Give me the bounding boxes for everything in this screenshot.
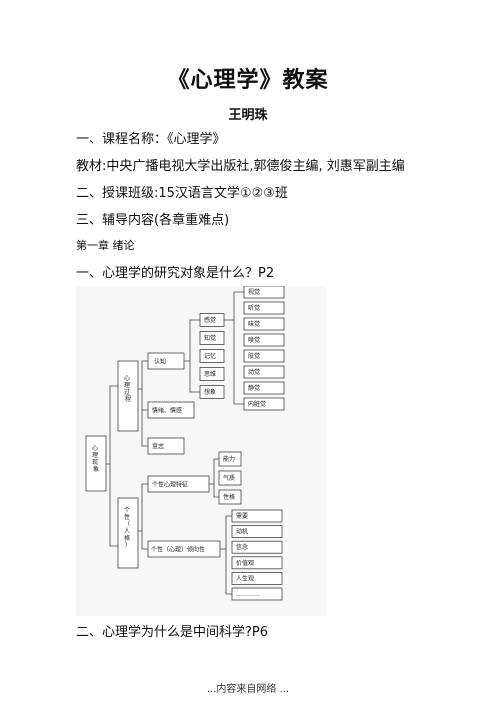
- sense-item-label: 静觉: [248, 384, 260, 392]
- node-cognition-box: [147, 352, 185, 370]
- node-will-box: [147, 437, 185, 455]
- node-personality-char: 人: [124, 528, 130, 535]
- bracket-process: [138, 360, 148, 447]
- node-trait-label: 个性心理特征: [152, 481, 188, 489]
- tendency-item-label: 动机: [236, 528, 248, 536]
- cognition-item-box: [199, 313, 225, 327]
- sense-item-label: 动觉: [248, 368, 260, 376]
- chapter-heading: 第一章 绪论: [76, 239, 135, 252]
- node-process-char: 过: [124, 388, 130, 396]
- node-root-box: [85, 435, 107, 492]
- textbook-line: 教材:中央广播电视大学出版社,郭德俊主编, 刘惠军副主编: [76, 159, 405, 174]
- node-personality-box: [117, 497, 139, 569]
- class-line: 二、授课班级:15汉语言文学①②③班: [76, 186, 288, 201]
- node-tendency-box: [147, 540, 221, 558]
- trait-item-label: 能力: [223, 455, 235, 463]
- cognition-item-box: [199, 367, 225, 381]
- cognition-item-label: 记忆: [204, 352, 216, 360]
- tendency-item-box: [231, 571, 283, 585]
- node-personality-label: 个 性 （ 人 格 ）: [124, 507, 132, 549]
- course-name-line: 一、课程名称：《心理学》: [76, 132, 226, 147]
- node-root-char: 心: [92, 445, 98, 452]
- bracket-senses: [224, 291, 244, 405]
- node-personality-char: 格: [124, 534, 130, 542]
- node-process-box: [117, 360, 139, 432]
- tendency-item-label: …………: [236, 591, 260, 598]
- node-root-char: 理: [92, 452, 98, 459]
- trait-item-box: [218, 470, 242, 486]
- psychology-concept-diagram: 心 理 现 象 心 理 过 程 个 性 （ 人 格 ） 认知 情绪、情感 意志 …: [76, 286, 326, 616]
- tendency-item-label: 价值观: [236, 559, 254, 567]
- sense-item-label: 内脏觉: [248, 400, 266, 408]
- cognition-item-label: 想象: [204, 388, 216, 396]
- trait-item-label: 气质: [223, 474, 235, 482]
- bracket-cognition: [184, 319, 200, 393]
- node-personality-char: （: [124, 521, 130, 528]
- node-process-char: 理: [124, 382, 130, 389]
- tendency-item-box: [231, 587, 283, 601]
- node-emotion-box: [147, 401, 195, 419]
- footer-note: ...内容来自网络 ...: [206, 684, 290, 695]
- node-root-char: 现: [92, 459, 98, 466]
- question-2: 二、心理学为什么是中间科学?P6: [76, 625, 269, 640]
- node-will-label: 意志: [152, 443, 164, 451]
- author-name: 王明珠: [228, 108, 268, 123]
- bracket-tendency: [220, 515, 232, 595]
- node-tendency-label: 个性（心理）倾向性: [151, 546, 205, 554]
- sense-item-label: 听觉: [248, 304, 260, 312]
- question-1: 一、心理学的研究对象是什么？P2: [76, 266, 275, 281]
- sense-item-label: 视觉: [248, 288, 260, 296]
- sense-item-box: [243, 301, 285, 315]
- sense-item-box: [243, 317, 285, 331]
- node-root-label: 心 理 现 象: [92, 445, 100, 473]
- cognition-item-box: [199, 331, 225, 345]
- sense-item-box: [243, 286, 285, 299]
- sense-item-box: [243, 381, 285, 395]
- node-root-char: 象: [93, 465, 99, 473]
- document-title: 《心理学》教案: [167, 67, 329, 93]
- bracket-root: [106, 385, 118, 547]
- sense-item-label: 肤觉: [248, 352, 260, 360]
- node-emotion-label: 情绪、情感: [152, 407, 182, 415]
- trait-item-box: [218, 489, 242, 505]
- sense-item-label: 味觉: [248, 320, 260, 328]
- cognition-item-box: [199, 349, 225, 363]
- trait-item-label: 性格: [223, 493, 235, 501]
- node-personality-char: 性: [124, 513, 130, 521]
- tendency-item-box: [231, 540, 283, 554]
- node-personality-char: 个: [124, 507, 130, 514]
- node-personality-char: ）: [125, 542, 131, 549]
- trait-item-box: [218, 451, 242, 467]
- cognition-item-label: 思维: [204, 370, 216, 378]
- node-process-char: 程: [125, 395, 131, 403]
- sense-item-box: [243, 397, 285, 411]
- tendency-item-label: 信念: [236, 543, 248, 551]
- node-cognition-label: 认知: [154, 358, 166, 366]
- cognition-item-label: 感觉: [204, 316, 216, 324]
- cognition-item-label: 知觉: [204, 334, 216, 342]
- cognition-item-box: [199, 385, 225, 399]
- sense-item-label: 嗅觉: [248, 336, 260, 344]
- sense-item-box: [243, 333, 285, 347]
- node-process-label: 心 理 过 程: [124, 375, 132, 403]
- node-trait-box: [147, 475, 210, 493]
- node-process-char: 心: [124, 375, 130, 382]
- sense-item-box: [243, 349, 285, 363]
- tendency-item-box: [231, 525, 283, 539]
- tendency-item-label: 需要: [236, 513, 248, 520]
- bracket-personality: [138, 483, 148, 550]
- sense-item-box: [243, 365, 285, 379]
- content-line: 三、辅导内容(各章重难点): [76, 213, 230, 228]
- bracket-trait: [209, 458, 219, 498]
- tendency-item-box: [231, 509, 283, 523]
- tendency-item-box: [231, 556, 283, 570]
- tendency-item-label: 人生观: [236, 574, 254, 582]
